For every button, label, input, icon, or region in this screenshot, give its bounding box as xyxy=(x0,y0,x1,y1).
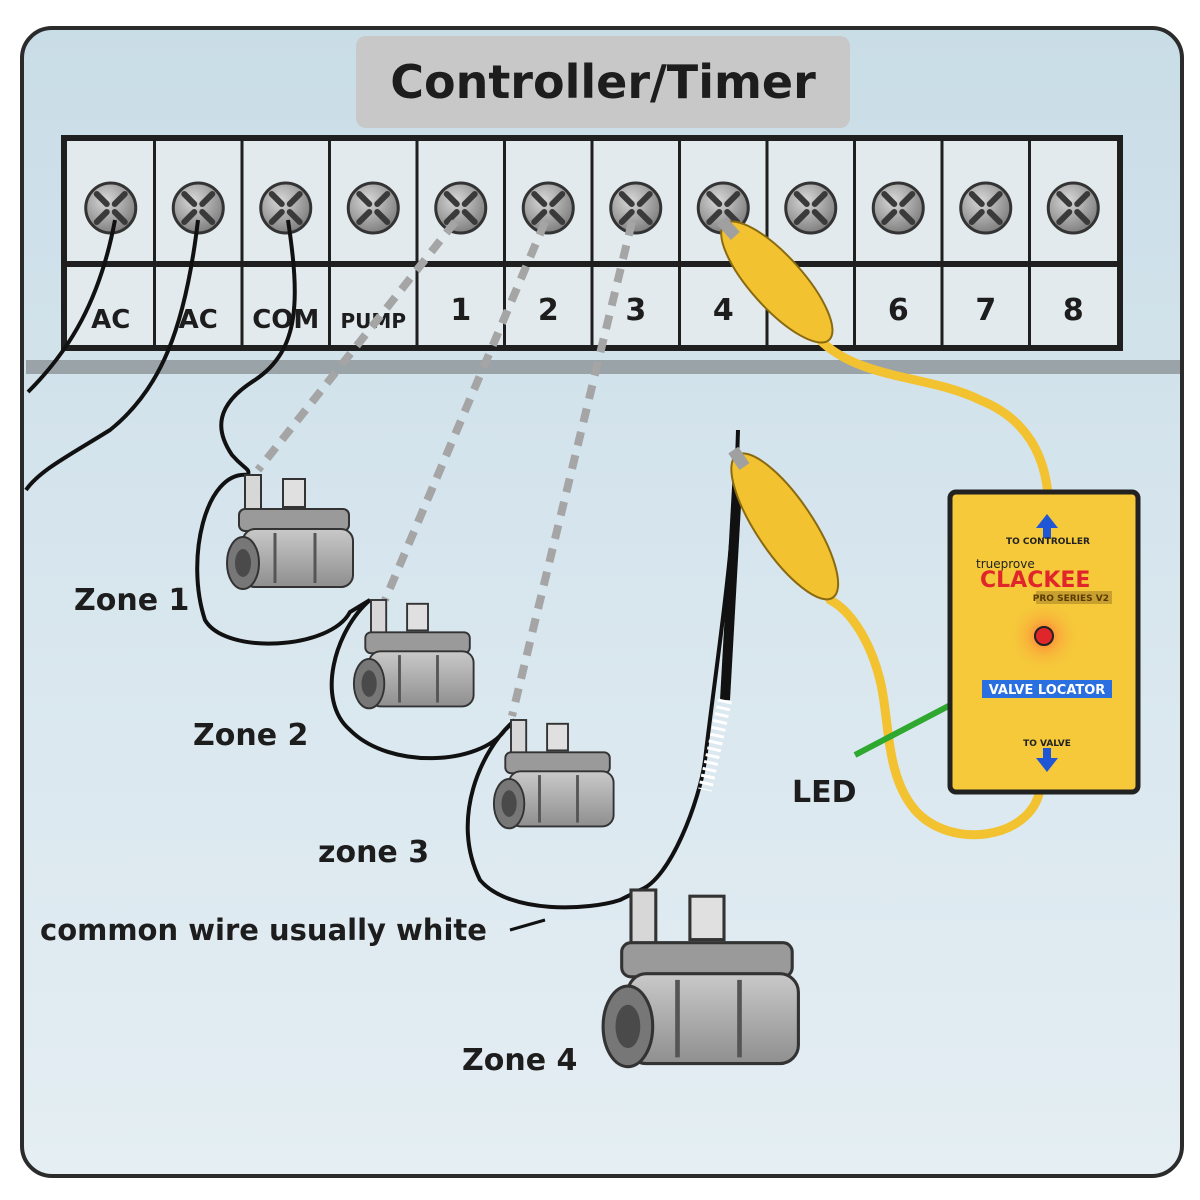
led-pointer xyxy=(853,697,962,758)
terminal-screw-2[interactable] xyxy=(171,181,225,235)
device-series-bar xyxy=(1036,591,1112,604)
terminal-label-12: 8 xyxy=(1063,293,1084,328)
title-box xyxy=(356,36,850,128)
terminal-screw-3[interactable] xyxy=(259,181,313,235)
valve-locator-box xyxy=(982,680,1112,698)
terminal-screw-10[interactable] xyxy=(871,181,925,235)
arrow-up-icon xyxy=(1036,514,1058,538)
terminal-label-7: 3 xyxy=(625,293,646,328)
device-name: CLACKEE xyxy=(980,568,1090,593)
zone1-wire xyxy=(254,219,459,473)
alligator-clip-terminal[interactable] xyxy=(703,204,849,358)
valve-zone-4[interactable] xyxy=(601,888,800,1069)
common-wire-pointer xyxy=(509,918,546,932)
ac-wire-1 xyxy=(26,219,117,394)
zone2-wire xyxy=(381,220,549,602)
alligator-clip-common[interactable] xyxy=(710,434,856,613)
valve-zone-3[interactable] xyxy=(492,719,615,830)
terminal-screw-12[interactable] xyxy=(1046,181,1100,235)
common-wire-stripe xyxy=(698,469,743,792)
page-title: Controller/Timer xyxy=(390,55,816,109)
terminal-label-11: 7 xyxy=(975,293,996,328)
arrow-down-icon xyxy=(1036,748,1058,772)
terminal-screw-5[interactable] xyxy=(434,181,488,235)
terminal-screw-4[interactable] xyxy=(346,181,400,235)
led-label: LED xyxy=(792,775,857,810)
terminal-label-6: 2 xyxy=(538,293,559,328)
device-to-controller: TO CONTROLLER xyxy=(1006,537,1090,547)
controller-shelf xyxy=(26,360,1180,374)
clip-lead-to-controller xyxy=(815,335,1053,500)
device-series: PRO SERIES V2 xyxy=(1033,594,1109,604)
clip-lead-to-valve xyxy=(825,595,1045,840)
common-wire-run xyxy=(195,219,740,910)
terminal-screw-6[interactable] xyxy=(521,181,575,235)
ac-wire-2 xyxy=(24,219,200,492)
terminal-screw-11[interactable] xyxy=(959,181,1013,235)
terminal-label-1: AC xyxy=(91,305,130,335)
terminal-screw-1[interactable] xyxy=(84,181,138,235)
clackee-device[interactable]: TO CONTROLLER trueprove CLACKEE PRO SERI… xyxy=(947,489,1141,795)
device-brand: trueprove xyxy=(976,557,1035,571)
zone-label-2: Zone 2 xyxy=(193,718,308,753)
zone3-wire xyxy=(508,221,636,717)
device-to-valve: TO VALVE xyxy=(1023,739,1071,749)
terminal-screw-9[interactable] xyxy=(784,181,838,235)
valve-zone-1[interactable] xyxy=(226,474,354,590)
led-icon xyxy=(1034,626,1054,646)
valve-zone-2[interactable] xyxy=(352,599,475,710)
terminal-label-5: 1 xyxy=(450,293,471,328)
device-function: VALVE LOCATOR xyxy=(989,683,1106,698)
zone-label-4: Zone 4 xyxy=(462,1043,577,1078)
terminal-label-2: AC xyxy=(179,305,218,335)
terminal-label-10: 6 xyxy=(888,293,909,328)
terminal-screw-7[interactable] xyxy=(609,181,663,235)
terminal-label-8: 4 xyxy=(713,293,734,328)
zone-label-3: zone 3 xyxy=(318,835,429,870)
common-wire-label: common wire usually white xyxy=(40,913,487,947)
zone-label-1: Zone 1 xyxy=(74,583,189,618)
terminal-label-3: COM xyxy=(252,305,319,335)
